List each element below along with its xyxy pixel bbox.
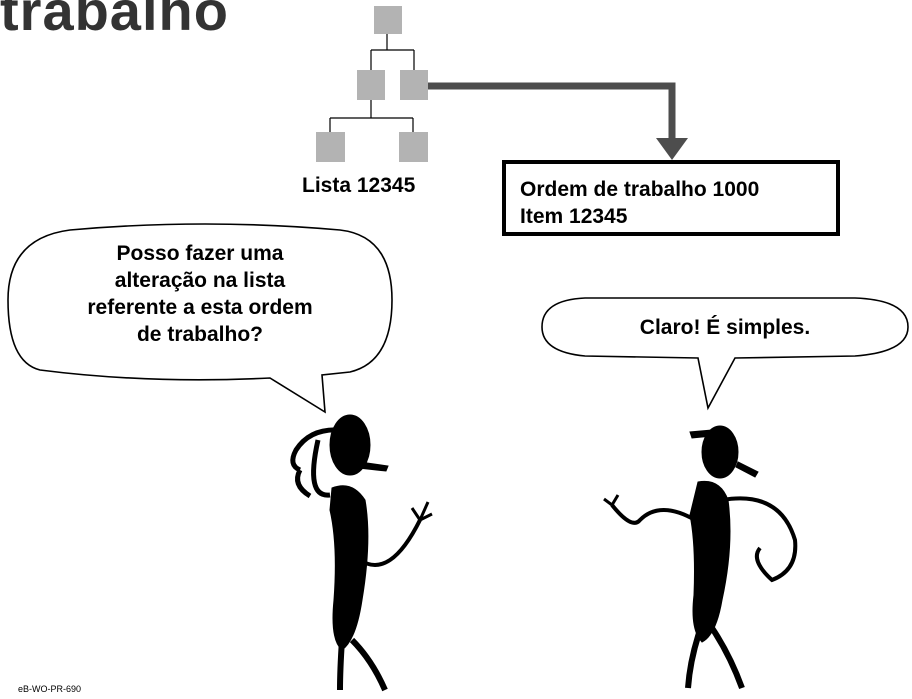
speech-left-line: alteração na lista — [114, 269, 286, 292]
tree-label: Lista 12345 — [302, 174, 416, 197]
tree-node-left — [357, 70, 385, 100]
footer-code: eB-WO-PR-690 — [18, 684, 82, 694]
figure-right — [603, 425, 798, 690]
page-title: trabalho — [0, 0, 229, 42]
work-order-item-line: Item 12345 — [520, 205, 628, 228]
work-order-box: Ordem de trabalho 1000 Item 12345 — [502, 160, 840, 236]
speech-left-text: Posso fazer uma alteração na lista refer… — [20, 240, 380, 348]
speech-right-text: Claro! É simples. — [639, 316, 811, 339]
tree-connectors — [329, 34, 415, 132]
tree-node-leaf-left — [316, 132, 345, 162]
flow-arrowhead — [656, 138, 688, 160]
figure-left — [290, 414, 433, 692]
flow-arrow — [428, 82, 676, 142]
tree-node-leaf-right — [399, 132, 428, 162]
speech-left-line: de trabalho? — [136, 323, 263, 346]
work-order-line: Ordem de trabalho 1000 — [520, 178, 760, 201]
speech-left-line: Posso fazer uma — [116, 242, 284, 265]
speech-bubble-right — [541, 297, 909, 411]
tree-node-right — [400, 70, 428, 100]
speech-left-line: referente a esta ordem — [87, 296, 313, 319]
speech-bubble-left — [7, 223, 393, 414]
tree-node-root — [374, 6, 402, 34]
